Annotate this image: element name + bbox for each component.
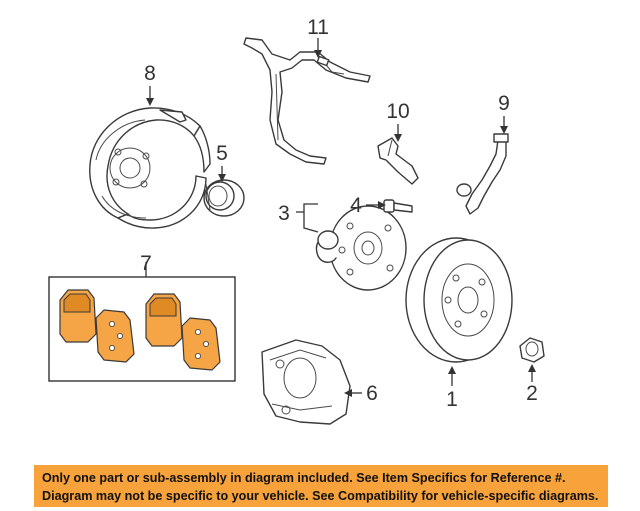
hub-bolt-part <box>383 199 413 213</box>
disclaimer-line-2: Diagram may not be specific to your vehi… <box>42 489 599 503</box>
brake-pad-outer-right <box>145 293 183 347</box>
leader-9-arrow <box>500 126 508 134</box>
brake-pad-outer-left <box>59 289 97 343</box>
leader-3 <box>296 203 319 233</box>
callout-2: 2 <box>526 382 538 405</box>
callout-3: 3 <box>278 202 290 225</box>
abs-sensor-part <box>377 137 419 185</box>
brake-hose-part <box>456 133 509 215</box>
caliper-bracket-part <box>261 339 351 425</box>
callout-9: 9 <box>498 92 510 115</box>
disclaimer-line-1: Only one part or sub-assembly in diagram… <box>42 471 566 485</box>
sensor-wire-harness-part <box>243 37 371 165</box>
brake-pad-inner-right <box>181 317 221 371</box>
leader-11-arrow <box>314 50 322 58</box>
callout-8: 8 <box>144 62 156 85</box>
leader-6-arrow <box>344 389 352 397</box>
callout-1: 1 <box>446 388 458 411</box>
pad-set-box <box>48 276 236 382</box>
backing-plate-part <box>89 107 211 229</box>
lug-nut-part <box>519 337 545 363</box>
leader-1-arrow <box>448 366 456 374</box>
leader-10-arrow <box>394 134 402 142</box>
callout-5: 5 <box>216 142 228 165</box>
bearing-seal-part <box>203 179 245 217</box>
callout-10: 10 <box>386 100 409 123</box>
callout-6: 6 <box>366 382 378 405</box>
leader-5-arrow <box>218 174 226 182</box>
callout-4: 4 <box>350 194 362 217</box>
hub-assembly-part <box>315 205 407 291</box>
callout-11: 11 <box>307 16 329 39</box>
brake-pad-inner-left <box>95 309 135 363</box>
leader-4-arrow <box>378 201 386 209</box>
leader-8-arrow <box>146 98 154 106</box>
leader-2-arrow <box>528 364 536 372</box>
disclaimer-banner: Only one part or sub-assembly in diagram… <box>34 465 608 507</box>
brake-rotor-part <box>405 237 513 363</box>
